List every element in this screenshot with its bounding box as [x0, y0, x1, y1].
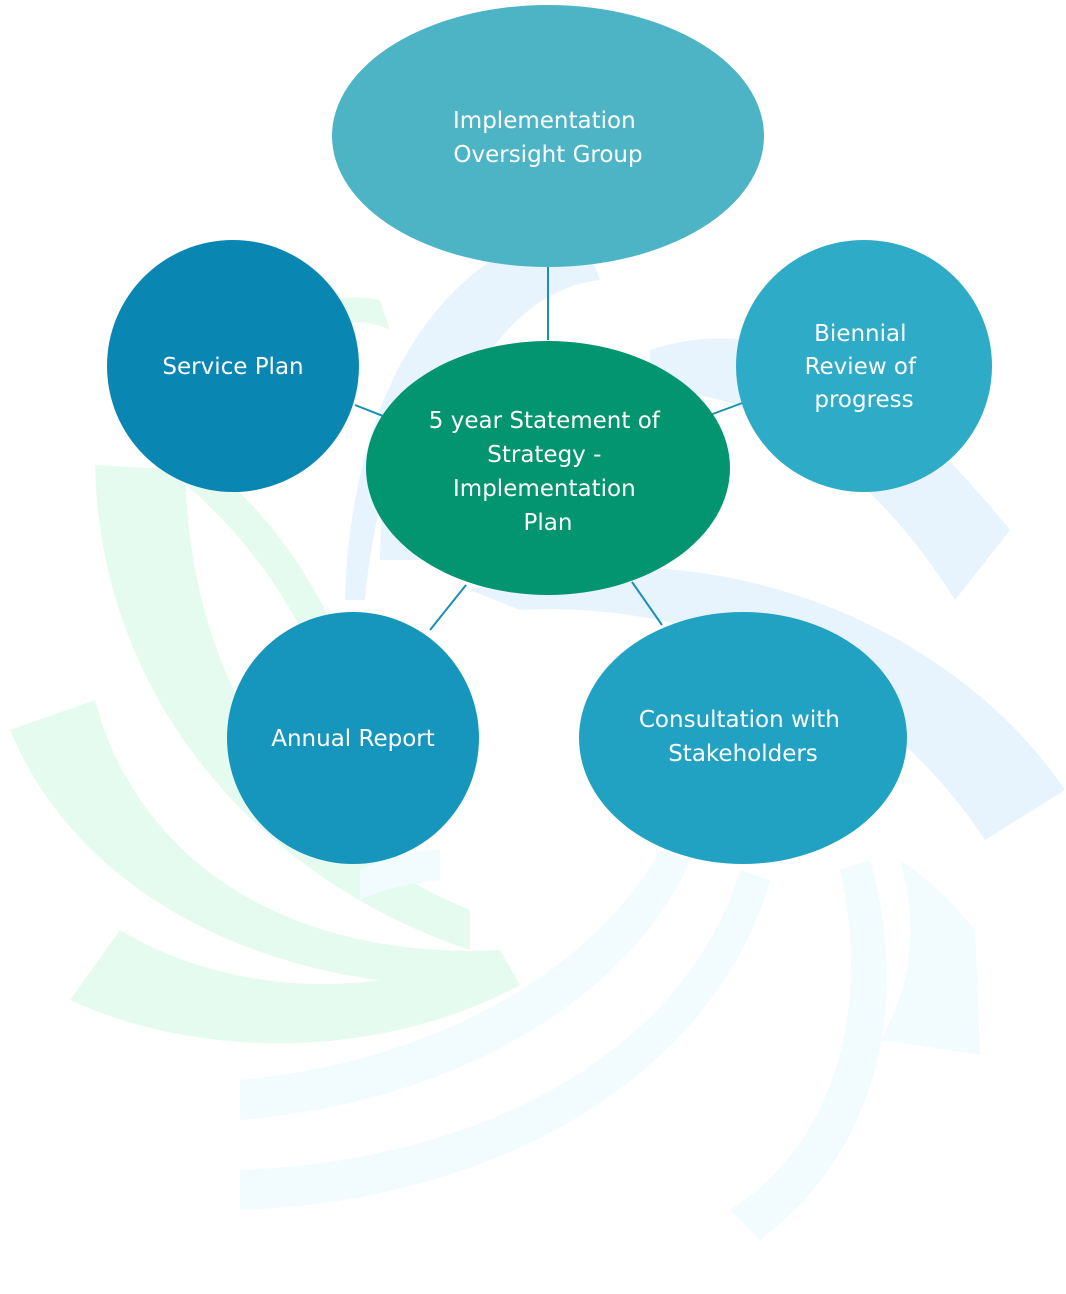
node-biennial-label-line-2: Review of [805, 354, 917, 380]
node-center-label-line-3: Implementation [453, 476, 636, 502]
node-consultation-shape [579, 612, 907, 864]
swirl-arc-pale-1 [240, 850, 690, 1120]
connector-biennial [709, 401, 746, 416]
node-center-label-line-1: 5 year Statement of [429, 408, 661, 434]
swirl-arc-pale-4 [880, 860, 980, 1055]
node-annual: Annual Report [227, 612, 479, 864]
node-oversight-label-line-2: Oversight Group [453, 142, 642, 168]
node-annual-shape [227, 612, 479, 864]
swirl-arc-green-4 [240, 297, 390, 380]
svg-text:Biennial Review of: Biennial Review of progress [805, 321, 924, 413]
node-center: 5 year Statement of Strategy - Implement… [366, 341, 730, 595]
swirl-arc-pale-5 [360, 850, 440, 900]
connector-consultation [631, 581, 663, 626]
node-biennial-label-line-3: progress [814, 387, 913, 413]
node-center-label-line-2: Strategy - [487, 442, 601, 468]
svg-text:Consultation with Stak: Consultation with Stakeholders [639, 707, 847, 767]
node-consultation-label-line-1: Consultation with [639, 707, 840, 733]
node-consultation: Consultation with Stakeholders [579, 612, 907, 864]
swirl-arc-pale-3 [730, 860, 887, 1240]
node-center-label-line-4: Plan [524, 510, 573, 536]
node-biennial: Biennial Review of progress [736, 240, 992, 492]
swirl-arc-green-3 [70, 930, 520, 1044]
svg-text:Service Plan: Service Plan [162, 354, 303, 380]
node-oversight-shape [332, 5, 764, 267]
connector-annual [429, 584, 467, 631]
svg-text:5 year Statement of St: 5 year Statement of Strategy - Implement… [429, 408, 667, 536]
swirl-arc-green-2 [10, 700, 520, 987]
node-biennial-shape [736, 240, 992, 492]
node-center-shape [366, 341, 730, 595]
svg-text:Implementation Oversig: Implementation Oversight Group [453, 108, 643, 168]
swirl-arc-pale-2 [240, 870, 770, 1210]
node-oversight: Implementation Oversight Group [332, 5, 764, 267]
svg-text:Annual Report: Annual Report [271, 726, 435, 752]
node-oversight-label-line-1: Implementation [453, 108, 636, 134]
node-service: Service Plan [107, 240, 359, 492]
node-annual-label-line-1: Annual Report [271, 726, 435, 752]
swirl-arc-green-1 [95, 465, 470, 950]
node-service-label-line-1: Service Plan [162, 354, 303, 380]
node-consultation-label-line-2: Stakeholders [668, 741, 818, 767]
node-biennial-label-line-1: Biennial [814, 321, 906, 347]
node-service-shape [107, 240, 359, 492]
